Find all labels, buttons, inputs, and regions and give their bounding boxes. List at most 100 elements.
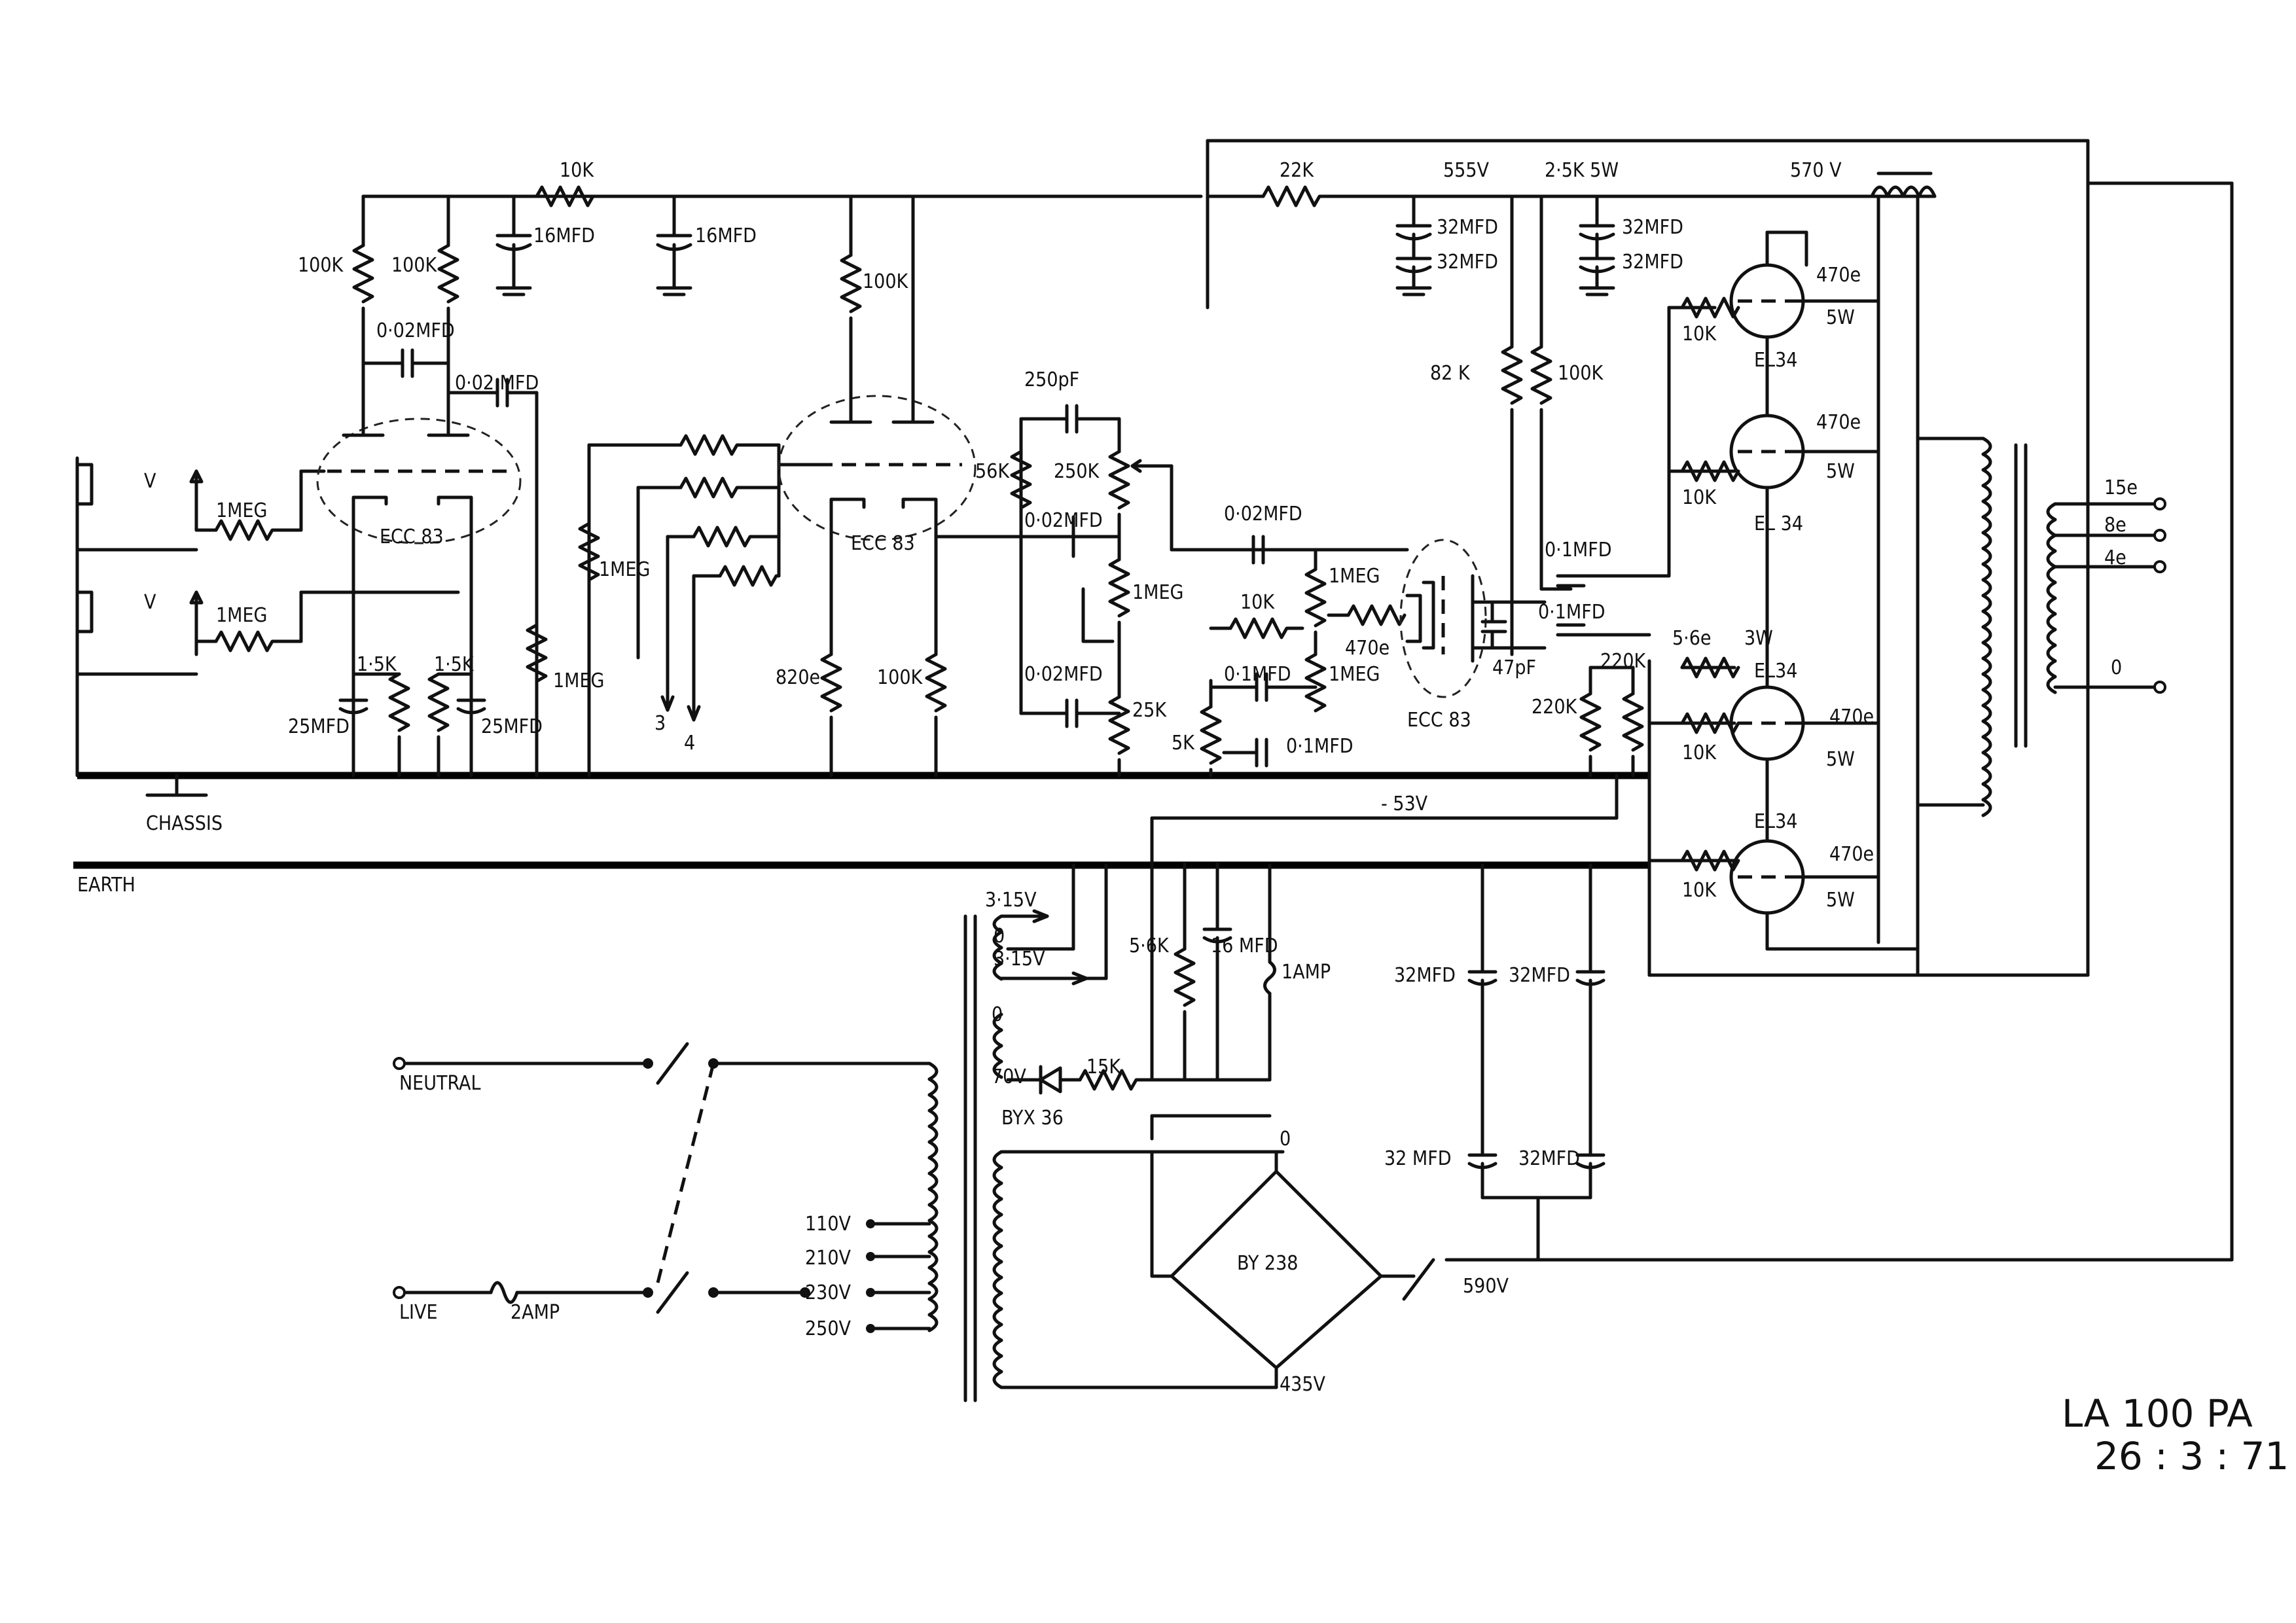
earth-label: EARTH — [77, 874, 135, 897]
neutral-label: NEUTRAL — [399, 1072, 481, 1095]
c16b-label: 16MFD — [695, 224, 757, 247]
earth-rail: EARTH — [73, 861, 1649, 897]
bass-label: 1MEG — [1132, 581, 1183, 604]
mix1-label: 1MEG — [599, 558, 650, 581]
pi-rg3-label: 220K — [1532, 696, 1578, 719]
tone-stack: 250pF 56K 250K 0·02MFD 1MEG 0·02MFD 25K … — [975, 368, 1354, 777]
screen-watt-4-label: 5W — [1826, 889, 1855, 912]
output-transformer: 15e 8e 4e 0 — [1916, 181, 2234, 1262]
mid-label: 25K — [1132, 699, 1167, 722]
c02d-label: 0·02MFD — [1024, 663, 1103, 686]
bias-res-label: 15K — [1086, 1056, 1121, 1079]
r82k-label: 82 K — [1430, 362, 1471, 385]
c02a-label: 0·02MFD — [376, 319, 455, 342]
ecc83-v1: 100K 100K ECC 83 0·02MFD 0·02 MFD 1·5K 2… — [288, 194, 543, 777]
hv-tap-label: 435V — [1280, 1373, 1326, 1396]
c01a-label: 0·1MFD — [1286, 735, 1354, 758]
pi-rg2-label: 1MEG — [1329, 663, 1380, 686]
tap-8-label: 8e — [2104, 514, 2126, 537]
r5k-label: 5K — [1172, 732, 1195, 755]
bias-rail: - 53V — [1150, 774, 1619, 846]
filter-cap-3-label: 32 MFD — [1384, 1147, 1452, 1170]
hv-zero-label: 0 — [1280, 1128, 1291, 1150]
r56k-label: 56K — [975, 460, 1010, 483]
v570-label: 570 V — [1790, 159, 1842, 182]
ck1-label: 25MFD — [288, 715, 350, 738]
bias-fuse-label: 1AMP — [1282, 961, 1331, 984]
bias-tap-label: 70V — [992, 1065, 1026, 1088]
grid-stopper-2-label: 10K — [1682, 486, 1717, 509]
c02b-label: 0·02 MFD — [455, 372, 539, 395]
bias-bleed-label: 5·6K — [1129, 935, 1170, 957]
tap-250-label: 250V — [805, 1317, 852, 1340]
c4-label: 32MFD — [1622, 251, 1683, 274]
pi-cin-label: 0·02MFD — [1224, 503, 1302, 526]
input2-grid-res-label: 1MEG — [216, 604, 267, 627]
ck2-label: 25MFD — [481, 715, 543, 738]
ra1-label: 100K — [298, 254, 344, 277]
c2-label: 32MFD — [1437, 251, 1498, 274]
screen-res-4-label: 470e — [1829, 843, 1874, 866]
screen-watt-1-label: 5W — [1826, 306, 1855, 329]
filter-cap-4-label: 32MFD — [1518, 1147, 1580, 1170]
r56-label: 5·6e — [1672, 627, 1712, 650]
pi-r470-label: 470e — [1345, 637, 1390, 660]
grid-stopper-4-label: 10K — [1682, 879, 1717, 902]
el34-1-label: EL34 — [1754, 349, 1797, 372]
ecc83-v2: 100K ECC 83 820e 100K — [776, 194, 1023, 777]
input1-grid-res-label: 1MEG — [216, 499, 267, 522]
mixer: 1MEG 1MEG 3 4 — [526, 434, 820, 777]
pi-c01c-label: 0·1MFD — [1545, 539, 1612, 562]
tap-230-label: 230V — [805, 1281, 852, 1304]
r22k-label: 22K — [1280, 159, 1314, 182]
jack1-tip: V — [144, 470, 156, 493]
filter-cap-1-label: 32MFD — [1394, 964, 1456, 987]
input-stage: V V 1MEG 1MEG — [75, 456, 460, 777]
c3-label: 32MFD — [1622, 216, 1683, 239]
c16a-label: 16MFD — [533, 224, 595, 247]
date-label: 26 : 3 : 71 — [2094, 1434, 2289, 1478]
hv-out-label: 590V — [1463, 1275, 1509, 1298]
input3-label: 3 — [655, 712, 666, 735]
tap-210-label: 210V — [805, 1247, 852, 1270]
phase-inverter: 0·02MFD 1MEG 10K 470e 0·1MFD 1MEG ECC 83… — [1209, 306, 1671, 777]
pi-c01b-label: 0·1MFD — [1224, 663, 1291, 686]
tap-4-label: 4e — [2104, 546, 2126, 569]
grid-stopper-1-label: 10K — [1682, 323, 1717, 346]
heater-a-label: 3·15V — [985, 889, 1037, 912]
heater-b-label: 3·15V — [994, 948, 1045, 971]
ra3-label: 100K — [863, 270, 909, 293]
live-label: LIVE — [399, 1301, 438, 1324]
screen-watt-3-label: 5W — [1826, 748, 1855, 771]
ra2-label: 100K — [391, 254, 438, 277]
screen-res-3-label: 470e — [1829, 705, 1874, 728]
rk2-label: 1·5K — [434, 653, 475, 676]
title-block: LA 100 PA 26 : 3 : 71 — [2062, 1391, 2289, 1478]
model-label: LA 100 PA — [2062, 1391, 2253, 1436]
tap-15-label: 15e — [2104, 476, 2138, 499]
c250p-label: 250pF — [1024, 368, 1079, 391]
output-stage: EL34 EL 34 EL34 EL34 10K 10K 10K 10K 470… — [1647, 194, 2090, 977]
bias-label: - 53V — [1381, 793, 1428, 815]
bias-zero-label: 0 — [992, 1003, 1003, 1026]
el34-3-label: EL34 — [1754, 660, 1797, 683]
screen-res-2-label: 470e — [1816, 411, 1861, 434]
el34-2-label: EL 34 — [1754, 512, 1803, 535]
c02c-label: 0·02MFD — [1024, 509, 1103, 532]
input4-label: 4 — [684, 732, 695, 755]
grid-stopper-3-label: 10K — [1682, 741, 1717, 764]
pi-rg4-label: 220K — [1600, 650, 1647, 673]
tube2-label: ECC 83 — [851, 532, 915, 555]
supply-rail: 22K 555V 2·5K 5W 570 V 10K 16MFD 16MFD — [361, 139, 2090, 977]
power-supply: NEUTRAL LIVE 2AMP 110V 210V 230V 250V — [393, 842, 2234, 1402]
rk1-label: 1·5K — [357, 653, 397, 676]
tube1-label: ECC 83 — [380, 526, 444, 548]
bridge-label: BY 238 — [1237, 1252, 1298, 1275]
screen-watt-2-label: 5W — [1826, 460, 1855, 483]
heater-zero-label: 0 — [994, 925, 1005, 948]
r10k-rail-label: 10K — [560, 159, 594, 182]
bias-cap-label: 16 MFD — [1211, 935, 1278, 957]
rk3-label: 820e — [776, 666, 820, 689]
chassis-label: CHASSIS — [146, 812, 223, 835]
v555-label: 555V — [1443, 159, 1490, 182]
